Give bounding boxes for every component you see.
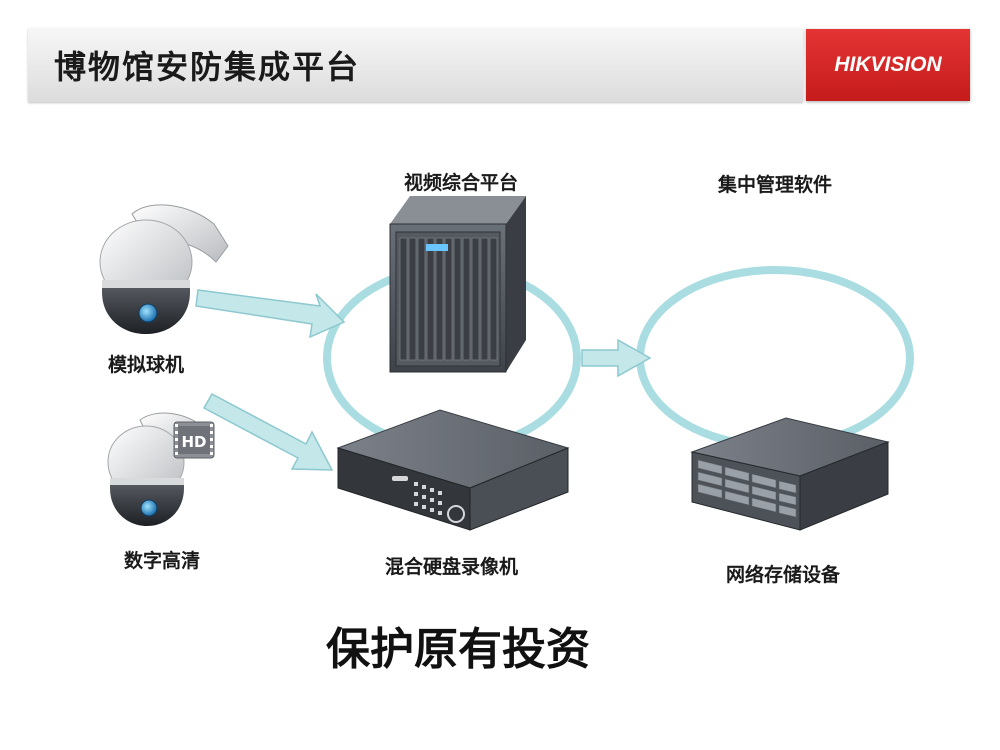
label-network-storage: 网络存储设备 bbox=[726, 564, 841, 586]
video-platform-device bbox=[389, 196, 526, 373]
title-bar bbox=[28, 28, 803, 102]
label-analog-camera: 模拟球机 bbox=[108, 354, 185, 376]
page-title: 博物馆安防集成平台 bbox=[54, 48, 361, 86]
logo-text: HIKVISION bbox=[834, 53, 942, 76]
arrow-platform-to-management bbox=[581, 338, 652, 378]
network-storage-device bbox=[690, 417, 890, 531]
hd-badge-text: HD bbox=[181, 433, 206, 451]
label-management-software: 集中管理软件 bbox=[718, 174, 833, 196]
analog-ptz-camera bbox=[99, 204, 229, 334]
management-ring bbox=[636, 266, 914, 450]
hikvision-logo: HIKVISION bbox=[806, 29, 970, 101]
hd-badge-icon: HD bbox=[173, 421, 215, 459]
arrow-analog-to-platform bbox=[195, 289, 346, 339]
hybrid-dvr-device bbox=[336, 409, 570, 531]
label-video-platform: 视频综合平台 bbox=[404, 172, 519, 194]
slogan-text: 保护原有投资 bbox=[326, 624, 590, 675]
label-hybrid-dvr: 混合硬盘录像机 bbox=[385, 556, 519, 578]
arrow-hd-to-dvr bbox=[202, 392, 334, 471]
label-hd-camera: 数字高清 bbox=[124, 550, 201, 572]
